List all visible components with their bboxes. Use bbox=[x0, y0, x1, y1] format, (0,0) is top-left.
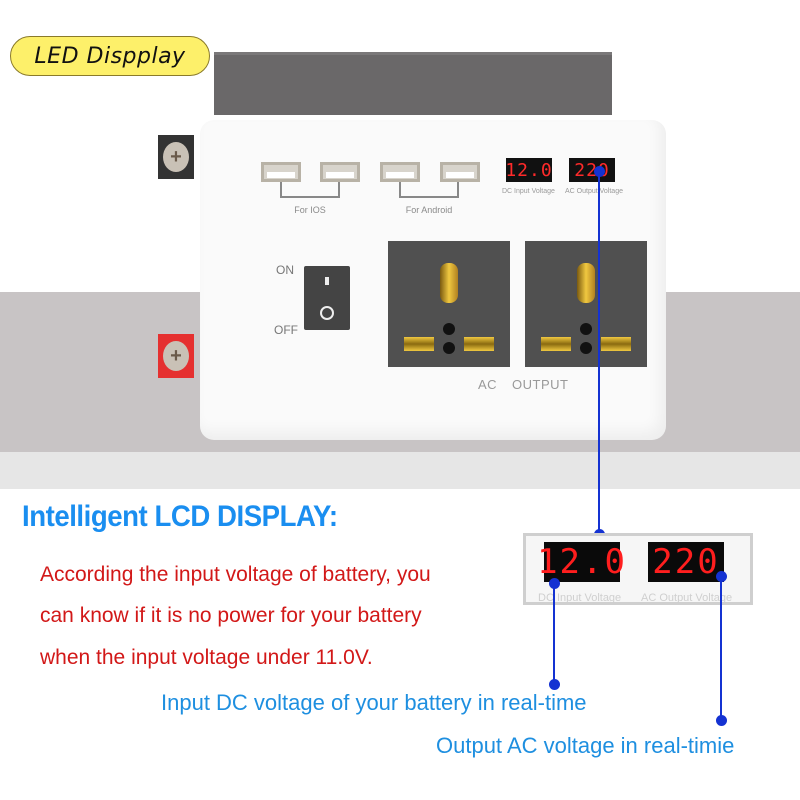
positive-terminal-icon: + bbox=[163, 341, 189, 371]
ac-output-display-large: 220 bbox=[648, 542, 724, 582]
ios-bracket bbox=[280, 182, 340, 198]
light-background-band bbox=[0, 452, 800, 489]
ac-socket-2[interactable] bbox=[525, 241, 647, 367]
socket-hole-icon bbox=[580, 342, 592, 354]
mounting-bracket bbox=[214, 52, 612, 115]
socket-hole-icon bbox=[443, 323, 455, 335]
callout-dot bbox=[549, 578, 560, 589]
socket-pin-icon bbox=[601, 337, 631, 351]
callout-dot bbox=[716, 571, 727, 582]
ac-output-label-large: AC Output Voltage bbox=[641, 592, 733, 604]
usb-port-android-1[interactable] bbox=[380, 162, 420, 182]
description-line-3: when the input voltage under 11.0V. bbox=[40, 646, 373, 669]
ac-label: AC bbox=[478, 377, 498, 392]
dc-callout-text: Input DC voltage of your battery in real… bbox=[161, 690, 587, 715]
socket-pin-icon bbox=[404, 337, 434, 351]
callout-line-ac bbox=[720, 577, 722, 719]
led-display-badge: LED Dispplay bbox=[10, 36, 210, 76]
power-switch[interactable] bbox=[304, 266, 350, 330]
switch-off-label: OFF bbox=[274, 323, 298, 337]
socket-hole-icon bbox=[443, 342, 455, 354]
ac-output-display: 220 bbox=[569, 158, 615, 182]
output-label: OUTPUT bbox=[512, 377, 569, 392]
socket-pin-icon bbox=[440, 263, 458, 303]
ac-socket-1[interactable] bbox=[388, 241, 510, 367]
ac-callout-text: Output AC voltage in real-timie bbox=[436, 733, 735, 758]
callout-dot bbox=[716, 715, 727, 726]
feature-heading: Intelligent LCD DISPLAY: bbox=[22, 500, 338, 533]
usb-port-ios-1[interactable] bbox=[261, 162, 301, 182]
dc-input-display-large: 12.0 bbox=[537, 542, 627, 582]
socket-pin-icon bbox=[577, 263, 595, 303]
callout-line-display bbox=[598, 172, 600, 534]
usb-group-label-android: For Android bbox=[405, 205, 453, 215]
socket-pin-icon bbox=[464, 337, 494, 351]
off-symbol-icon bbox=[320, 305, 334, 320]
usb-port-ios-2[interactable] bbox=[320, 162, 360, 182]
negative-terminal-icon: + bbox=[163, 142, 189, 172]
socket-pin-icon bbox=[541, 337, 571, 351]
switch-on-label: ON bbox=[276, 263, 294, 277]
dc-input-display: 12.0 bbox=[505, 158, 553, 182]
callout-line-dc bbox=[553, 583, 555, 683]
positive-terminal: + bbox=[158, 334, 194, 378]
usb-port-android-2[interactable] bbox=[440, 162, 480, 182]
description-line-1: According the input voltage of battery, … bbox=[40, 563, 431, 586]
usb-group-label-ios: For IOS bbox=[294, 205, 326, 215]
socket-hole-icon bbox=[580, 323, 592, 335]
callout-dot bbox=[549, 679, 560, 690]
dc-input-label-large: DC Input Voltage bbox=[538, 592, 622, 604]
android-bracket bbox=[399, 182, 459, 198]
description-line-2: can know if it is no power for your batt… bbox=[40, 604, 422, 627]
ac-output-label: AC Output Voltage bbox=[565, 188, 623, 195]
negative-terminal: + bbox=[158, 135, 194, 179]
dc-input-label: DC Input Voltage bbox=[502, 188, 555, 195]
on-symbol-icon bbox=[325, 276, 329, 285]
callout-dot bbox=[594, 166, 605, 177]
